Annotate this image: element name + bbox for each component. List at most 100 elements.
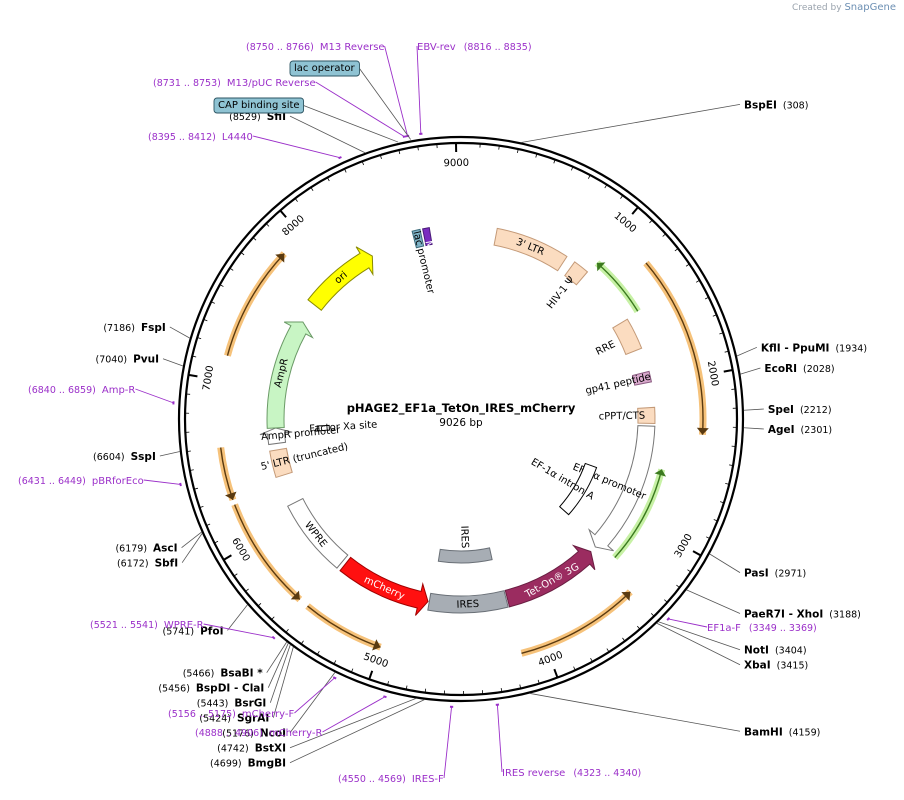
- primer-label-mcherry-r: (4888 .. 4906)mCherry-R: [195, 728, 322, 739]
- tick-mark: [279, 209, 287, 218]
- site-leader-line: [743, 408, 764, 411]
- tick-mark: [553, 668, 559, 678]
- snapgene-brand: SnapGene: [844, 2, 896, 13]
- site-position: (6604): [93, 452, 125, 463]
- site-name: SgrAI: [237, 713, 269, 725]
- feature-gp41-peptide: [631, 370, 653, 386]
- feature-ampr-promoter: [259, 427, 293, 446]
- primer-range: (5156 .. 5175): [168, 709, 236, 720]
- tick-mark: [676, 584, 680, 588]
- site-position: (4699): [210, 759, 242, 770]
- tick-mark: [368, 670, 374, 680]
- feature-hiv-1: [564, 261, 589, 286]
- site-position: (4159): [789, 727, 821, 738]
- tick-mark: [229, 267, 234, 271]
- tick-mark: [417, 146, 419, 151]
- site-label-sspi: (6604)SspI: [93, 451, 156, 463]
- primer-name: mCherry-R: [269, 728, 323, 739]
- orf-glow: [217, 447, 237, 502]
- feature-label-cppt-cts: cPPT/CTS: [599, 411, 646, 423]
- orf-layer: [217, 251, 709, 657]
- site-label-agei: AgeI(2301): [768, 424, 832, 436]
- orf-glow: [305, 603, 382, 651]
- primer-leader-line: [443, 706, 453, 779]
- site-position: (6179): [115, 544, 147, 555]
- tick-mark: [620, 195, 624, 199]
- site-position: (6172): [117, 559, 149, 570]
- site-label-sbfi: (6172)SbfI: [117, 558, 178, 570]
- primer-leader-line: [143, 479, 181, 485]
- site-leader-line: [740, 367, 761, 375]
- tick-mark: [724, 350, 729, 353]
- feature-mcherry: [339, 556, 429, 616]
- tick-mark: [203, 319, 208, 322]
- plasmid-backbone: [177, 135, 745, 703]
- tick-mark: [588, 174, 591, 179]
- orf-arrowhead: [372, 639, 381, 651]
- site-name: FspI: [141, 322, 166, 334]
- tick-mark: [705, 536, 710, 539]
- tick-mark: [537, 679, 540, 684]
- tick-mark: [240, 252, 245, 256]
- site-position: (3188): [829, 609, 861, 620]
- inner-feature-label-ires: IRES: [458, 526, 470, 549]
- tick-mark: [189, 469, 194, 471]
- tick-mark: [350, 668, 354, 673]
- feature-ori: [307, 246, 374, 311]
- site-name: BsaBI *: [220, 668, 263, 680]
- primer-leader-line: [416, 45, 422, 134]
- primer-leader-line: [322, 696, 386, 733]
- site-leader-line: [272, 646, 294, 718]
- tick-mark: [729, 464, 734, 466]
- site-leader-line: [521, 103, 741, 143]
- site-position: (2971): [775, 569, 807, 580]
- plasmid-size: 9026 bp: [439, 417, 483, 429]
- site-position: (1934): [835, 343, 867, 354]
- primer-leader-line: [384, 45, 409, 137]
- site-name: BmgBI: [248, 758, 286, 770]
- plasmid-name: pHAGE2_EF1a_TetOn_IRES_mCherry: [347, 401, 576, 416]
- tick-mark: [197, 337, 202, 340]
- primer-name: IRES reverse: [502, 768, 565, 779]
- tick-label: 4000: [537, 650, 565, 669]
- site-name: PvuI: [133, 354, 159, 366]
- tick-mark: [636, 625, 641, 630]
- site-label-bamhi: BamHI(4159): [744, 726, 820, 738]
- primer-name: Amp-R: [102, 385, 136, 396]
- primer-name: mCherry-F: [242, 709, 295, 720]
- tick-mark: [519, 684, 522, 689]
- primer-range: (3349 .. 3369): [749, 623, 817, 634]
- tick-mark: [265, 223, 270, 227]
- feature-label-rre: RRE: [594, 339, 617, 358]
- backbone-outer-circle: [177, 135, 745, 703]
- orf-arrowhead: [621, 591, 631, 601]
- primer-leader-line: [252, 135, 341, 159]
- tick-mark: [192, 355, 197, 358]
- primer-range: (6840 .. 6859): [28, 385, 96, 396]
- site-name: PasI: [744, 568, 769, 580]
- site-label-noti: NotI(3404): [744, 645, 807, 657]
- feature-3-ltr: [493, 227, 568, 272]
- site-name: SfiI: [267, 111, 286, 123]
- orf-line: [521, 591, 631, 654]
- tick-mark: [210, 301, 215, 304]
- tick-label: 5000: [362, 651, 390, 670]
- primer-leader-line: [496, 704, 503, 773]
- site-leader-line: [266, 641, 288, 673]
- site-leader-line: [656, 622, 741, 666]
- primer-label-ires-reverse: IRES reverse(4323 .. 4340): [502, 768, 641, 779]
- site-name: NcoI: [260, 728, 286, 740]
- site-name: PaeR7I - XhoI: [744, 608, 823, 620]
- primer-range: (4550 .. 4569): [338, 774, 406, 785]
- primer-range: (5521 .. 5541): [90, 620, 158, 631]
- site-name: BsrGI: [234, 698, 266, 710]
- primer-label-m13-puc-reverse: (8731 .. 8753)M13/pUC Reverse: [153, 78, 316, 89]
- site-position: (3415): [777, 661, 809, 672]
- boxed-label-cap-binding-site: CAP binding site: [218, 100, 300, 111]
- inner-feature-ef-1-intron-a: [558, 462, 598, 516]
- tick-mark: [233, 573, 238, 577]
- site-leader-line: [162, 358, 184, 367]
- primer-name: M13 Reverse: [320, 42, 385, 53]
- feature-label-hiv-1: HIV-1 Ψ: [545, 275, 577, 312]
